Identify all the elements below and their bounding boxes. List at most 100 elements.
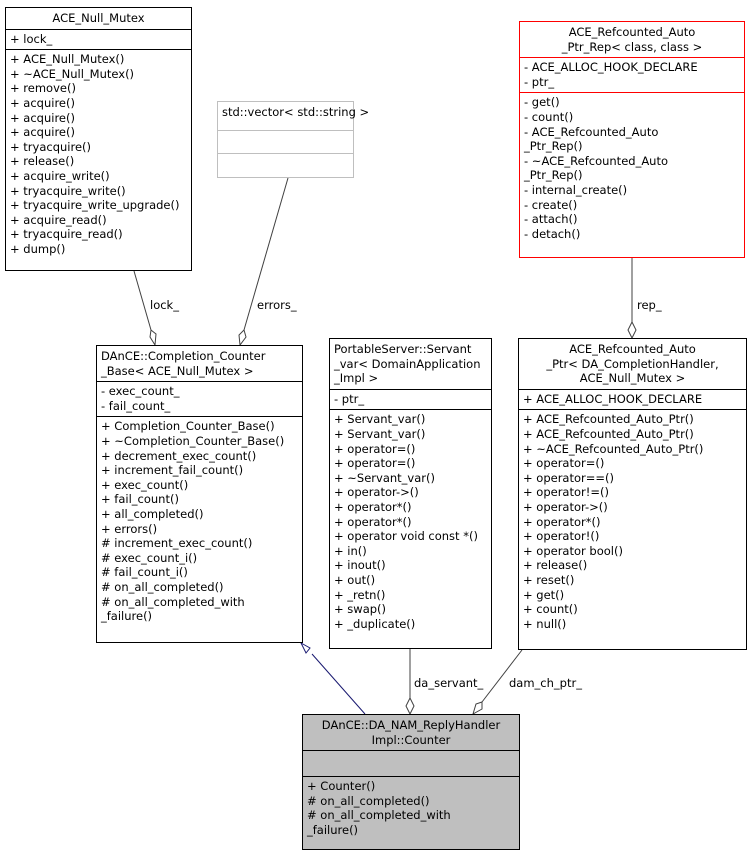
- da-servant-aggregation: [405, 649, 415, 716]
- member-line: _failure(): [101, 609, 153, 624]
- member-line: + Counter(): [307, 779, 376, 794]
- edge-label-da-servant: da_servant_: [414, 676, 484, 690]
- member-line: + operator*(): [334, 514, 412, 529]
- member-line: + operator*(): [334, 499, 412, 514]
- member-line: + operator*(): [523, 514, 601, 529]
- member-line: + ~ACE_Refcounted_Auto_Ptr(): [523, 441, 704, 456]
- member-line: - ACE_Refcounted_Auto: [524, 124, 659, 139]
- member-line: - internal_create(): [524, 182, 628, 197]
- member-line: + tryacquire_write_upgrade(): [10, 198, 180, 213]
- member-line: + operator bool(): [523, 543, 623, 558]
- member-line: + Servant_var(): [334, 426, 426, 441]
- member-line: # on_all_completed_with: [101, 594, 245, 609]
- class-title: ACE_Refcounted_Auto_Ptr< DA_CompletionHa…: [519, 339, 746, 389]
- class-attributes: - exec_count_- fail_count_: [97, 381, 302, 416]
- class-title: ACE_Null_Mutex: [6, 8, 191, 29]
- class-servant-var[interactable]: PortableServer::Servant_var< DomainAppli…: [329, 338, 492, 649]
- class-methods: + ACE_Null_Mutex()+ ~ACE_Null_Mutex() + r…: [6, 49, 191, 259]
- member-line: + ~ACE_Null_Mutex(): [10, 66, 135, 81]
- member-line: + acquire(): [10, 125, 75, 140]
- edge-label-dam-ch-ptr: dam_ch_ptr_: [509, 676, 582, 690]
- member-line: DAnCE::DA_NAM_ReplyHandler: [321, 718, 501, 732]
- member-line: _failure(): [307, 822, 359, 837]
- member-line: + operator=(): [334, 456, 416, 471]
- member-line: + dump(): [10, 241, 66, 256]
- member-line: + operator==(): [523, 470, 614, 485]
- class-methods: + Servant_var()+ Servant_var()+ operator…: [330, 409, 491, 634]
- member-line: PortableServer::Servant: [334, 342, 472, 356]
- member-line: - get(): [524, 95, 560, 110]
- member-line: + acquire_read(): [10, 212, 107, 227]
- edge-label-errors: errors_: [257, 298, 297, 312]
- member-line: _Ptr_Rep< class, class >: [561, 39, 703, 54]
- class-title: DAnCE::Completion_Counter_Base< ACE_Null…: [97, 346, 302, 381]
- class-title: PortableServer::Servant_var< DomainAppli…: [330, 339, 491, 389]
- member-line: + acquire_write(): [10, 168, 110, 183]
- class-ace-refcounted-auto-ptr[interactable]: ACE_Refcounted_Auto_Ptr< DA_CompletionHa…: [518, 338, 747, 650]
- member-line: Impl::Counter: [371, 732, 451, 747]
- class-methods: [218, 153, 353, 177]
- member-line: # on_all_completed(): [101, 579, 224, 594]
- class-attributes: - ptr_: [330, 388, 491, 410]
- member-line: + Completion_Counter_Base(): [101, 419, 275, 434]
- member-line: + acquire(): [10, 110, 75, 125]
- edge-label-rep: rep_: [637, 298, 662, 312]
- member-line: # fail_count_i(): [101, 565, 188, 580]
- member-line: + operator!=(): [523, 485, 609, 500]
- class-ace-refcounted-auto-ptr-rep[interactable]: ACE_Refcounted_Auto_Ptr_Rep< class, clas…: [519, 21, 745, 258]
- class-attributes: + ACE_ALLOC_HOOK_DECLARE: [519, 388, 746, 410]
- class-std-vector-string[interactable]: std::vector< std::string >: [217, 101, 369, 178]
- class-attributes: [218, 130, 353, 153]
- class-completion-counter-base[interactable]: DAnCE::Completion_Counter_Base< ACE_Null…: [96, 345, 303, 643]
- member-line: + in(): [334, 543, 367, 558]
- member-line: + release(): [523, 558, 588, 573]
- errors-aggregation: [238, 177, 289, 347]
- member-line: DAnCE::Completion_Counter: [101, 349, 266, 363]
- member-line: + _duplicate(): [334, 616, 416, 631]
- member-line: ACE_Refcounted_Auto: [568, 25, 696, 39]
- member-line: ACE_Null_Mutex >: [579, 371, 686, 386]
- member-line: - attach(): [524, 212, 578, 227]
- member-line: + release(): [10, 154, 75, 169]
- member-line: + get(): [523, 587, 565, 602]
- member-line: + operator=(): [334, 441, 416, 456]
- member-line: - ~ACE_Refcounted_Auto: [524, 153, 669, 168]
- member-line: + count(): [523, 602, 578, 617]
- dam-ch-ptr-aggregation: [472, 649, 523, 716]
- class-methods: - get()- count()- ACE_Refcounted_Auto_Pt…: [520, 92, 744, 244]
- member-line: - ACE_ALLOC_HOOK_DECLARE: [524, 60, 698, 75]
- class-methods: + Counter()# on_all_completed()# on_all_…: [303, 776, 519, 840]
- member-line: + fail_count(): [101, 492, 179, 507]
- member-line: + operator void const *(): [334, 529, 478, 544]
- member-line: _Impl >: [334, 371, 379, 386]
- inheritance-arrow: [299, 641, 366, 715]
- class-title: std::vector< std::string >: [218, 102, 369, 130]
- class-attributes: [303, 750, 519, 776]
- member-line: _Ptr< DA_CompletionHandler,: [546, 356, 719, 371]
- member-line: # increment_exec_count(): [101, 536, 253, 551]
- member-line: + lock_: [10, 31, 53, 46]
- class-attributes: + lock_: [6, 28, 191, 50]
- class-methods: + ACE_Refcounted_Auto_Ptr()+ ACE_Refcoun…: [519, 409, 746, 634]
- lock-aggregation: [133, 270, 157, 347]
- member-line: + ACE_Refcounted_Auto_Ptr(): [523, 412, 694, 427]
- member-line: - create(): [524, 197, 578, 212]
- class-attributes: - ACE_ALLOC_HOOK_DECLARE- ptr_: [520, 57, 744, 92]
- member-line: + increment_fail_count(): [101, 463, 244, 478]
- member-line: _var< DomainApplication: [334, 356, 481, 371]
- class-ace-null-mutex[interactable]: ACE_Null_Mutex + lock_ + ACE_Null_Mutex(…: [5, 7, 192, 271]
- member-line: + exec_count(): [101, 477, 189, 492]
- member-line: + operator!(): [523, 529, 600, 544]
- member-line: + ACE_Null_Mutex(): [10, 52, 125, 67]
- member-line: _Ptr_Rep(): [524, 139, 583, 154]
- member-line: + tryacquire(): [10, 139, 92, 154]
- member-line: - ptr_: [334, 391, 365, 406]
- member-line: - fail_count_: [101, 398, 171, 413]
- member-line: + inout(): [334, 558, 386, 573]
- member-line: + out(): [334, 572, 376, 587]
- member-line: - count(): [524, 109, 574, 124]
- member-line: + ~Completion_Counter_Base(): [101, 433, 285, 448]
